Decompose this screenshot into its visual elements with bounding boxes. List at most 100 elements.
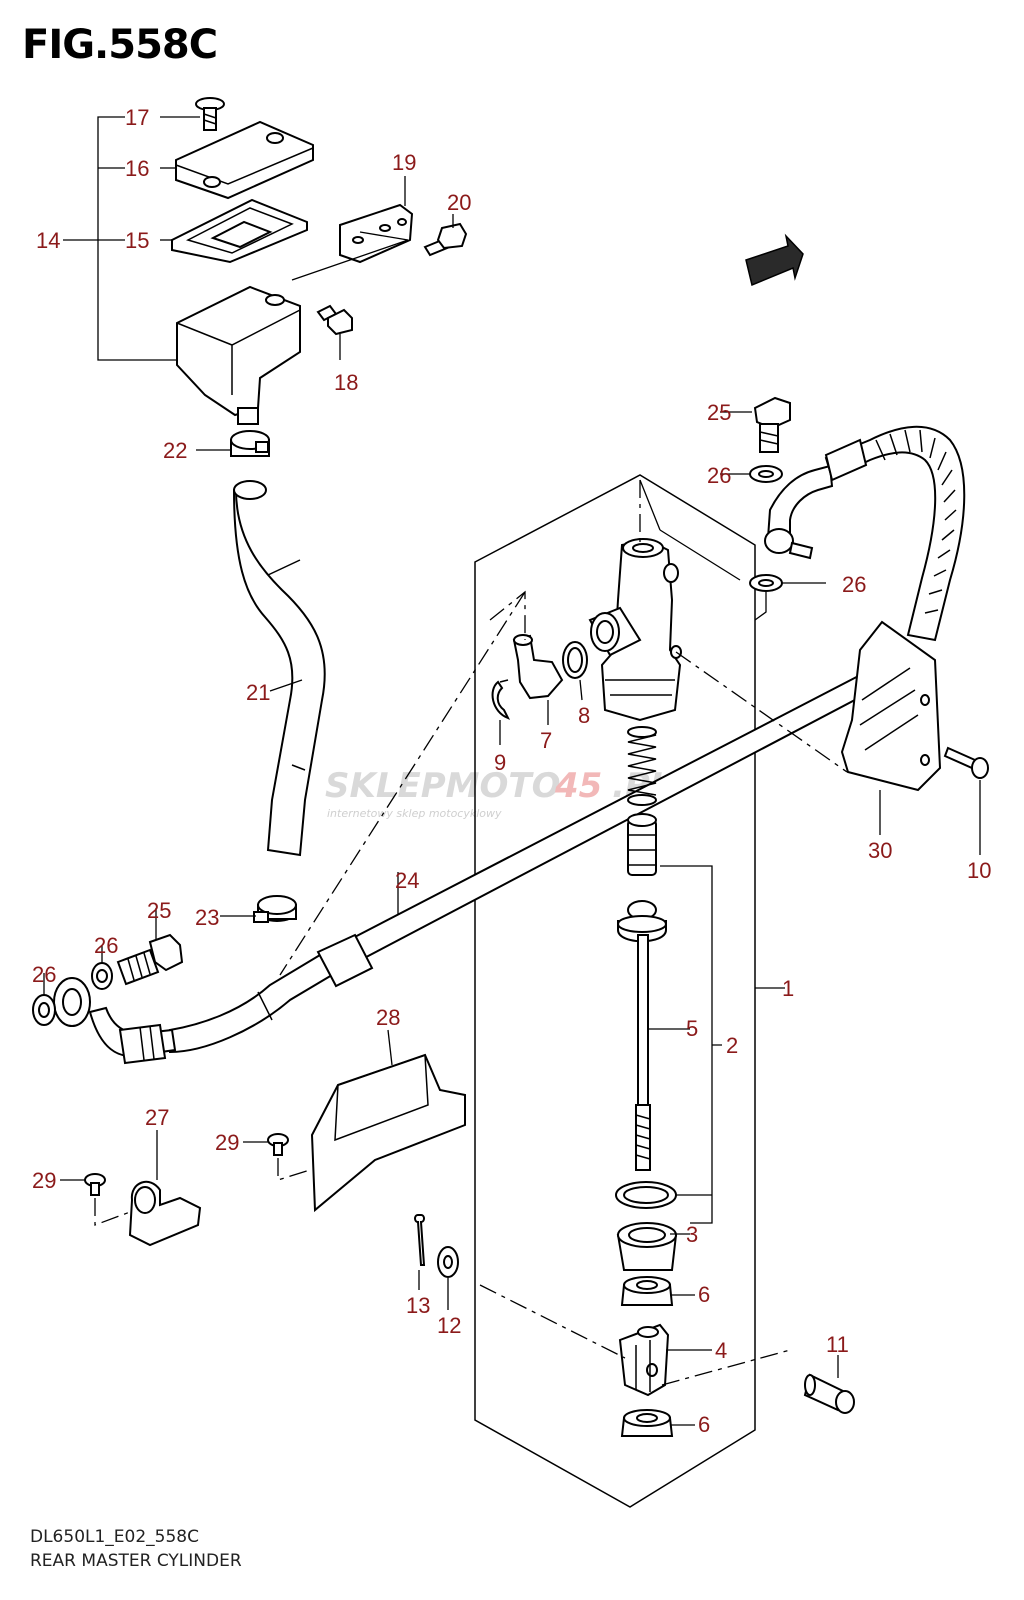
phantom-line-pin-right [661,1349,791,1386]
callout-9: 9 [494,750,506,775]
brake-hose-24 [169,668,871,1054]
direction-arrow-icon [745,233,804,287]
pin-11 [803,1373,855,1414]
callout-20: 20 [447,190,471,215]
phantom-line-29a [94,1198,131,1226]
cap-16 [175,120,314,200]
callout-6a: 6 [698,1282,710,1307]
callout-28: 28 [376,1005,400,1030]
callout-19: 19 [392,150,416,175]
screw-17 [195,97,225,131]
screw-10 [943,746,989,779]
callout-18: 18 [334,370,358,395]
screw-29-lower [84,1173,106,1196]
callout-16: 16 [125,156,149,181]
cover-28 [310,1053,466,1213]
callout-6b: 6 [698,1412,710,1437]
cotter-pin-13 [414,1214,426,1266]
watermark: SKLEPMOTO 45 .PL internetowy sklep motoc… [325,766,672,820]
circlip-9 [491,679,511,720]
washer-26-right-upper [749,465,783,483]
o-ring-8 [562,641,588,679]
callout-26c: 26 [707,463,731,488]
bracket-reservoir [63,116,177,361]
washer-12 [437,1246,459,1278]
leader-21 [269,679,303,692]
callout-14: 14 [36,228,60,253]
callout-26d: 26 [842,572,866,597]
phantom-line-hose [279,591,526,976]
bolt-25-right [753,396,791,453]
master-cylinder-body [588,538,682,722]
callout-11: 11 [826,1332,849,1357]
spring [627,726,657,806]
assembly-outline [474,474,756,1508]
callout-4: 4 [715,1338,727,1363]
leader-top [639,479,741,581]
hose-end-left [53,977,177,1065]
washer-26-left-outer [32,994,56,1026]
callout-21: 21 [246,680,270,705]
fitting-7 [512,634,564,700]
callout-26b: 26 [94,933,118,958]
piston [627,813,657,876]
callout-10: 10 [967,858,991,883]
callout-30: 30 [868,838,892,863]
callout-12: 12 [437,1313,461,1338]
nut-6-lower [620,1409,674,1437]
hose-21 [232,480,326,857]
watermark-brand-left: SKLEPMOTO [325,766,560,806]
callout-5: 5 [686,1016,698,1041]
plate-19 [339,203,414,264]
phantom-line-29b [277,1158,311,1181]
callout-1: 1 [782,976,794,1001]
clamp-27 [128,1180,202,1247]
callout-labels: 1 2 3 4 5 6 6 7 8 9 10 11 12 13 14 15 16… [32,105,991,1437]
watermark-brand-mid: 45 [554,766,602,806]
callout-25a: 25 [147,898,171,923]
reservoir-body [176,285,301,425]
screw-29-upper [267,1133,289,1156]
clamp-23 [253,895,297,923]
bolt-18 [316,304,353,336]
nut-6-upper [620,1276,674,1306]
callout-25b: 25 [707,400,731,425]
heel-guard-30 [840,620,942,792]
leader-8 [579,679,583,701]
diaphragm-15 [171,198,308,264]
washer-26-left-inner [91,962,113,990]
boot-3 [616,1222,678,1271]
clevis-4 [618,1323,670,1397]
callout-3: 3 [686,1222,698,1247]
hose-corrugated [824,425,966,642]
callout-24: 24 [395,868,419,893]
phantom-line-guard [675,651,848,773]
pushrod-5 [617,900,667,1171]
callout-2: 2 [726,1033,738,1058]
circlip-3 [615,1181,677,1209]
phantom-line-pin-left [479,1284,626,1359]
leader-28 [387,1029,393,1066]
callout-8: 8 [578,703,590,728]
watermark-tagline: internetowy sklep motocyklowy [327,807,502,820]
callout-27: 27 [145,1105,169,1130]
callout-29b: 29 [215,1130,239,1155]
washer-26-right-lower [749,574,783,592]
callout-29a: 29 [32,1168,56,1193]
clamp-22 [230,430,270,457]
leader-plate [291,231,409,281]
figure-title: FIG.558C [22,22,218,68]
banjo-bolt-25-left [116,933,184,986]
callout-26a: 26 [32,962,56,987]
diagram-caption: REAR MASTER CYLINDER [30,1551,242,1571]
callout-17: 17 [125,105,149,130]
callout-22: 22 [163,438,187,463]
callout-15: 15 [125,228,149,253]
diagram-code: DL650L1_E02_558C [30,1527,199,1547]
leader-26d-tail [754,592,767,621]
bolt-20 [423,222,468,257]
callout-13: 13 [406,1293,430,1318]
bracket-2 [660,865,722,1224]
callout-23: 23 [195,905,219,930]
